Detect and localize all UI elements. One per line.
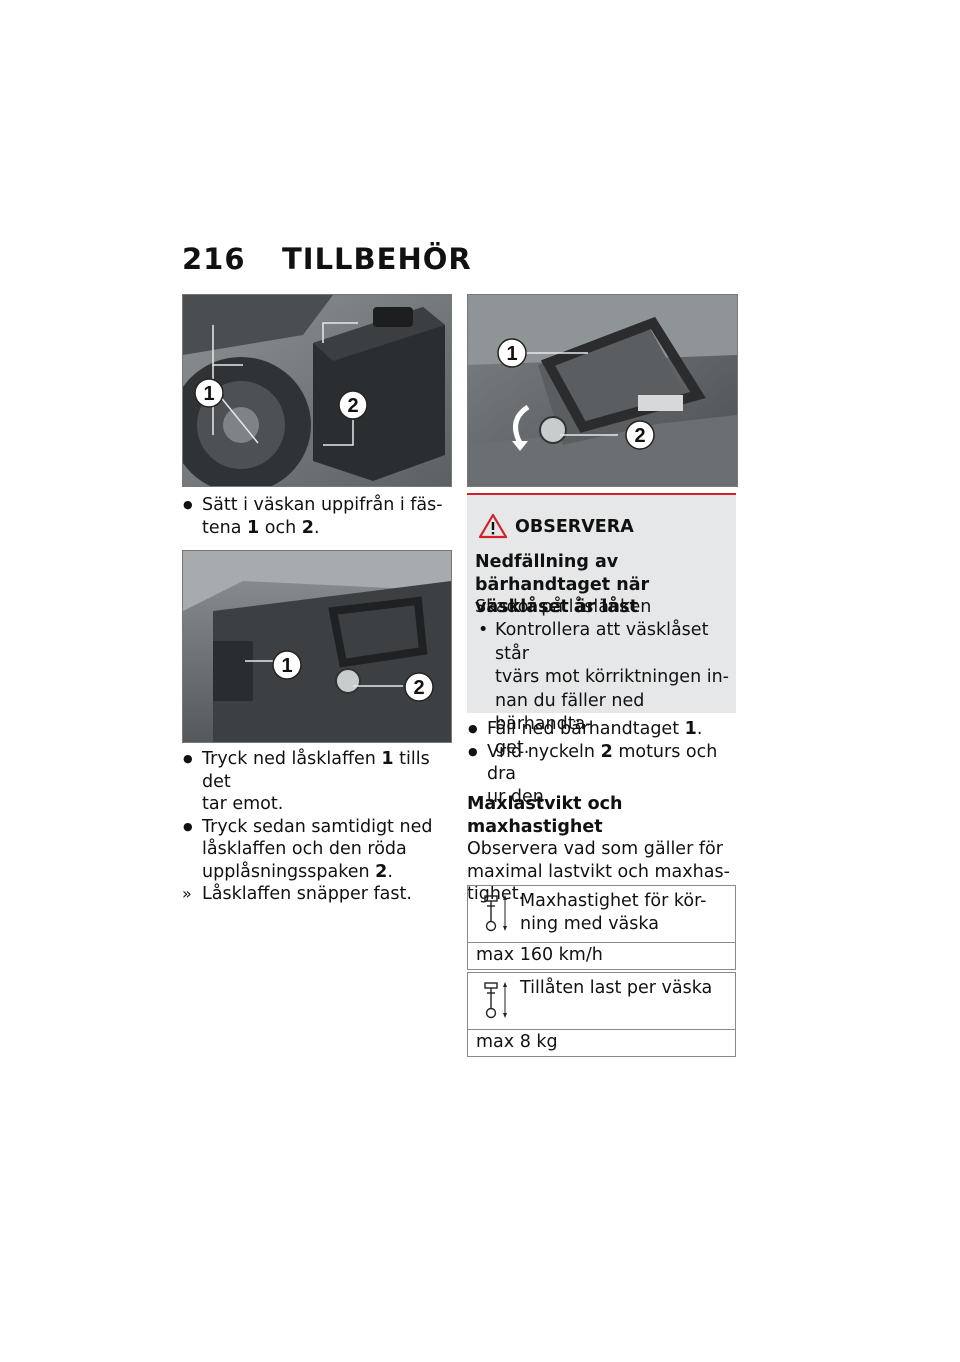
callout-1: 1 xyxy=(281,655,292,677)
page-number: 216 xyxy=(182,242,246,276)
callout-1: 1 xyxy=(506,343,517,365)
callout-2: 2 xyxy=(413,677,424,699)
spec-max-speed: Maxhastighet för kör- ning med väska max… xyxy=(467,885,736,970)
spec-value: max 160 km/h xyxy=(476,945,603,965)
figure-carry-handle: 1 2 xyxy=(467,294,738,487)
chapter-title: TILLBEHÖR xyxy=(282,242,472,276)
instruction-lock: Tryck ned låsklaffen 1 tills det tar emo… xyxy=(182,748,454,906)
notice-label: OBSERVERA xyxy=(515,517,634,537)
result-flap-locks: Låsklaffen snäpper fast. xyxy=(182,883,454,906)
section-heading: Maxlastvikt och maxhastighet xyxy=(467,794,623,837)
spec-max-load: Tillåten last per väska max 8 kg xyxy=(467,972,736,1057)
figure-lock-flap: 1 2 xyxy=(182,550,452,743)
section-text: Observera vad som gäller för maximal las… xyxy=(467,839,730,904)
callout-2: 2 xyxy=(634,425,645,447)
notice-cause: Skador på låslänken xyxy=(475,597,652,617)
callout-2: 2 xyxy=(347,395,358,417)
page-header: 216 TILLBEHÖR xyxy=(182,242,742,282)
step-insert-case: Sätt i väskan uppifrån i fäs- tena 1 och… xyxy=(182,494,452,539)
spec-value: max 8 kg xyxy=(476,1032,558,1052)
instruction-handle: Fäll ned bärhandtaget 1. Vrid nyckeln 2 … xyxy=(467,718,739,808)
spec-label: Tillåten last per väska xyxy=(520,978,713,998)
step-turn-key: Vrid nyckeln 2 moturs och dra ur den. xyxy=(467,741,739,809)
instruction-insert: Sätt i väskan uppifrån i fäs- tena 1 och… xyxy=(182,494,452,539)
notice-title: Nedfällning av bärhandtaget när väsklåse… xyxy=(475,552,650,617)
step-fold-handle: Fäll ned bärhandtaget 1. xyxy=(467,718,739,741)
warning-triangle-icon xyxy=(478,513,508,543)
tyre-pressure-gauge-icon xyxy=(482,981,512,1025)
figure-case-mounting: 1 2 xyxy=(182,294,452,487)
section-max-load: Maxlastvikt och maxhastighet Observera v… xyxy=(467,793,739,906)
tyre-pressure-gauge-icon xyxy=(482,894,512,938)
notice-box: OBSERVERA Nedfällning av bärhandtaget nä… xyxy=(467,493,736,758)
step-press-flap: Tryck ned låsklaffen 1 tills det tar emo… xyxy=(182,748,454,816)
callout-1: 1 xyxy=(203,383,214,405)
step-press-release-lever: Tryck sedan samtidigt ned låsklaffen och… xyxy=(182,816,454,884)
spec-label: Maxhastighet för kör- ning med väska xyxy=(520,891,707,934)
